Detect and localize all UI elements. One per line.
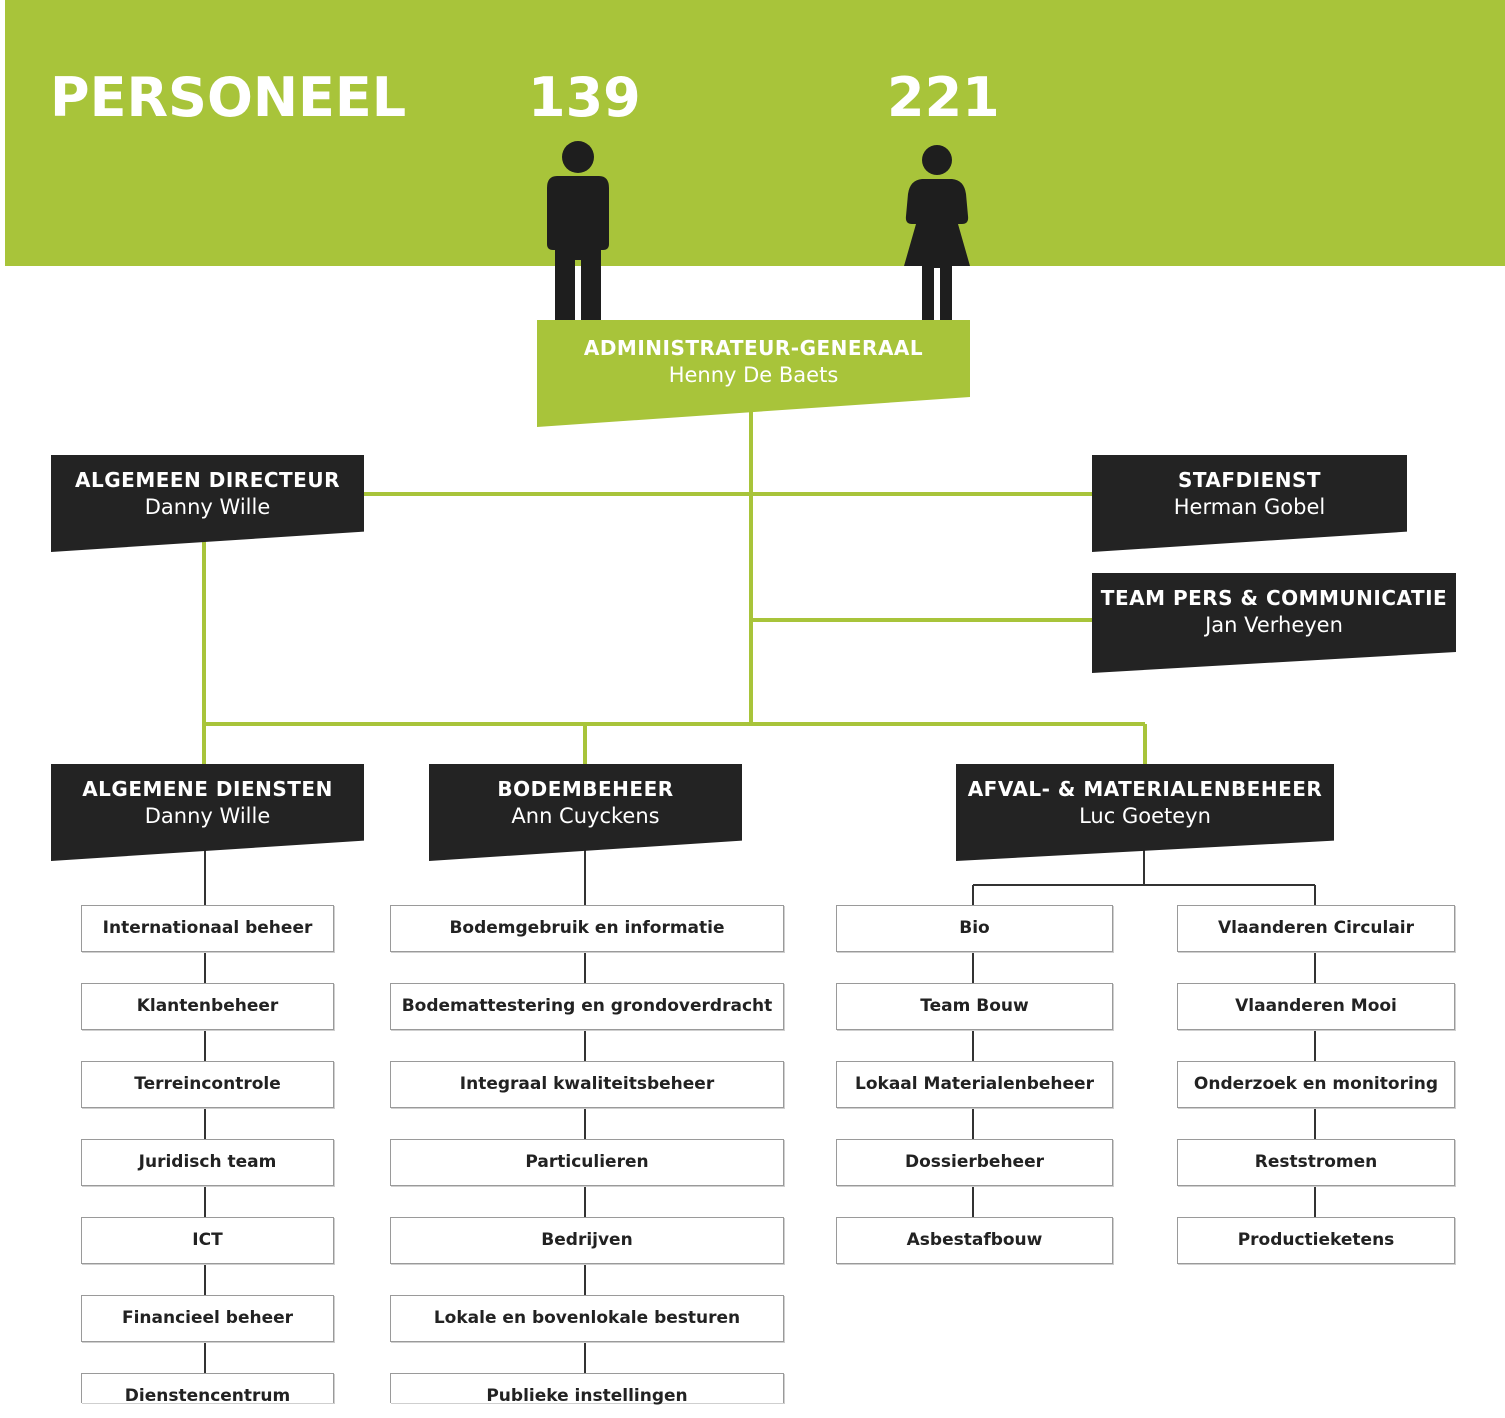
box-person: Henny De Baets bbox=[668, 363, 839, 387]
box-person: Danny Wille bbox=[144, 495, 271, 519]
box-title: ADMINISTRATEUR-GENERAAL bbox=[583, 336, 924, 360]
box-title: AFVAL- & MATERIALENBEHEER bbox=[967, 777, 1323, 801]
administrateur-generaal-box: ADMINISTRATEUR-GENERAAL Henny De Baets bbox=[537, 320, 970, 427]
unit-box: Bodemattestering en grondoverdracht bbox=[390, 983, 784, 1030]
unit-box: Particulieren bbox=[390, 1139, 784, 1186]
unit-box: Dossierbeheer bbox=[836, 1139, 1113, 1186]
pers-communicatie-box: TEAM PERS & COMMUNICATIE Jan Verheyen bbox=[1092, 573, 1456, 673]
unit-box: Terreincontrole bbox=[81, 1061, 334, 1108]
page-title: PERSONEEL bbox=[50, 66, 407, 129]
unit-box: Financieel beheer bbox=[81, 1295, 334, 1342]
unit-box: Productieketens bbox=[1177, 1217, 1455, 1264]
unit-box: Bodemgebruik en informatie bbox=[390, 905, 784, 952]
box-title: ALGEMENE DIENSTEN bbox=[82, 777, 333, 801]
unit-box: Asbestafbouw bbox=[836, 1217, 1113, 1264]
afval-materialenbeheer-box: AFVAL- & MATERIALENBEHEER Luc Goeteyn bbox=[956, 764, 1334, 861]
box-person: Luc Goeteyn bbox=[1079, 804, 1211, 828]
unit-box: Lokale en bovenlokale besturen bbox=[390, 1295, 784, 1342]
female-figure-icon bbox=[904, 145, 970, 322]
unit-box: Reststromen bbox=[1177, 1139, 1455, 1186]
header-band bbox=[5, 0, 1505, 266]
box-person: Herman Gobel bbox=[1173, 495, 1326, 519]
male-count: 139 bbox=[528, 66, 641, 129]
unit-box: Klantenbeheer bbox=[81, 983, 334, 1030]
male-figure-icon bbox=[547, 141, 609, 322]
unit-box: Lokaal Materialenbeheer bbox=[836, 1061, 1113, 1108]
box-person: Jan Verheyen bbox=[1205, 613, 1343, 637]
box-person: Ann Cuyckens bbox=[511, 804, 660, 828]
box-title: TEAM PERS & COMMUNICATIE bbox=[1100, 586, 1448, 610]
unit-box: Bio bbox=[836, 905, 1113, 952]
unit-box: Publieke instellingen bbox=[390, 1373, 784, 1406]
unit-box: Dienstencentrum bbox=[81, 1373, 334, 1406]
box-title: ALGEMEEN DIRECTEUR bbox=[75, 468, 340, 492]
unit-box: Team Bouw bbox=[836, 983, 1113, 1030]
box-title: BODEMBEHEER bbox=[497, 777, 674, 801]
unit-box: Bedrijven bbox=[390, 1217, 784, 1264]
box-title: STAFDIENST bbox=[1177, 468, 1322, 492]
unit-box: Integraal kwaliteitsbeheer bbox=[390, 1061, 784, 1108]
unit-box: ICT bbox=[81, 1217, 334, 1264]
unit-box: Vlaanderen Mooi bbox=[1177, 983, 1455, 1030]
female-count: 221 bbox=[887, 66, 1000, 129]
box-person: Danny Wille bbox=[144, 804, 271, 828]
unit-box: Vlaanderen Circulair bbox=[1177, 905, 1455, 952]
unit-box: Onderzoek en monitoring bbox=[1177, 1061, 1455, 1108]
unit-box: Juridisch team bbox=[81, 1139, 334, 1186]
unit-box: Internationaal beheer bbox=[81, 905, 334, 952]
